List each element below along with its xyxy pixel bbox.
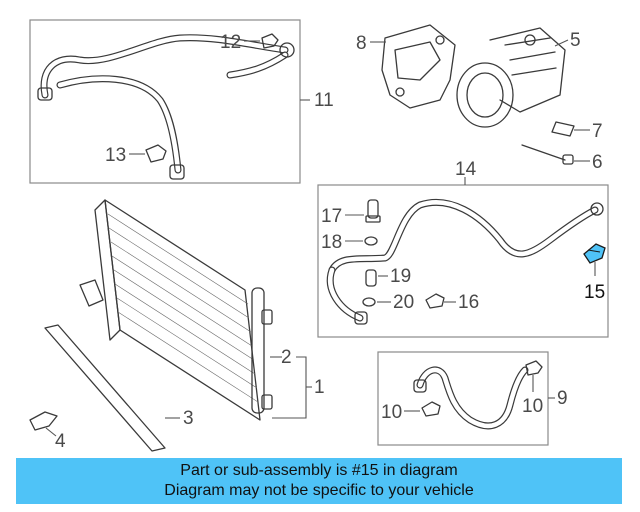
callout-18: 18 (321, 232, 342, 253)
callout-6: 6 (592, 152, 603, 173)
callout-8: 8 (356, 33, 367, 54)
callout-2: 2 (281, 347, 292, 368)
clip-12[interactable] (261, 33, 279, 49)
callout-5: 5 (570, 30, 581, 51)
exploded-parts-diagram: 11 12 13 8 5 7 6 (29, 19, 609, 452)
banner-line-2: Diagram may not be specific to your vehi… (164, 482, 474, 499)
callout-7: 7 (592, 121, 603, 142)
pressure-switch-17[interactable] (365, 199, 381, 223)
leader-4 (45, 427, 57, 437)
banner-line-1: Part or sub-assembly is #15 in diagram (180, 462, 458, 479)
bracket-8[interactable] (381, 24, 456, 109)
group-box-11 (29, 19, 301, 184)
callout-19: 19 (390, 266, 411, 287)
callout-3: 3 (183, 408, 194, 429)
compressor-5[interactable] (456, 27, 566, 128)
clip-10-right[interactable] (525, 360, 543, 376)
o-ring-18[interactable] (364, 236, 378, 246)
callout-12: 12 (220, 32, 241, 53)
callout-9: 9 (557, 388, 568, 409)
bolt-6[interactable] (521, 144, 574, 165)
drier-2[interactable] (251, 287, 273, 414)
callout-17: 17 (321, 206, 342, 227)
discharge-hose-9[interactable] (413, 366, 529, 430)
part-15-highlighted[interactable] (583, 243, 606, 264)
callout-15: 15 (584, 282, 605, 303)
callout-20: 20 (393, 292, 414, 313)
callout-14: 14 (455, 159, 477, 180)
seal-panel-3[interactable] (44, 324, 166, 452)
callout-11: 11 (314, 90, 334, 111)
callout-1: 1 (314, 377, 325, 398)
callout-10-right: 10 (522, 396, 543, 417)
condenser-fins (107, 213, 259, 403)
sleeve-7[interactable] (551, 121, 575, 137)
bracket-4[interactable] (29, 411, 58, 431)
group-box-14 (317, 184, 609, 338)
info-banner: Part or sub-assembly is #15 in diagram D… (16, 458, 622, 504)
valve-19[interactable] (365, 269, 377, 287)
clip-16[interactable] (425, 293, 445, 309)
leader-5 (554, 39, 569, 47)
suction-hose-11[interactable] (37, 34, 295, 180)
callout-10-left: 10 (381, 402, 402, 423)
o-ring-20[interactable] (362, 297, 376, 307)
condenser-1[interactable] (79, 199, 261, 421)
clip-10-left[interactable] (421, 401, 441, 417)
callout-16: 16 (458, 292, 479, 313)
clip-13[interactable] (145, 144, 167, 163)
callout-4: 4 (55, 431, 66, 452)
pressure-line-14[interactable] (326, 198, 604, 325)
callout-13: 13 (105, 145, 126, 166)
